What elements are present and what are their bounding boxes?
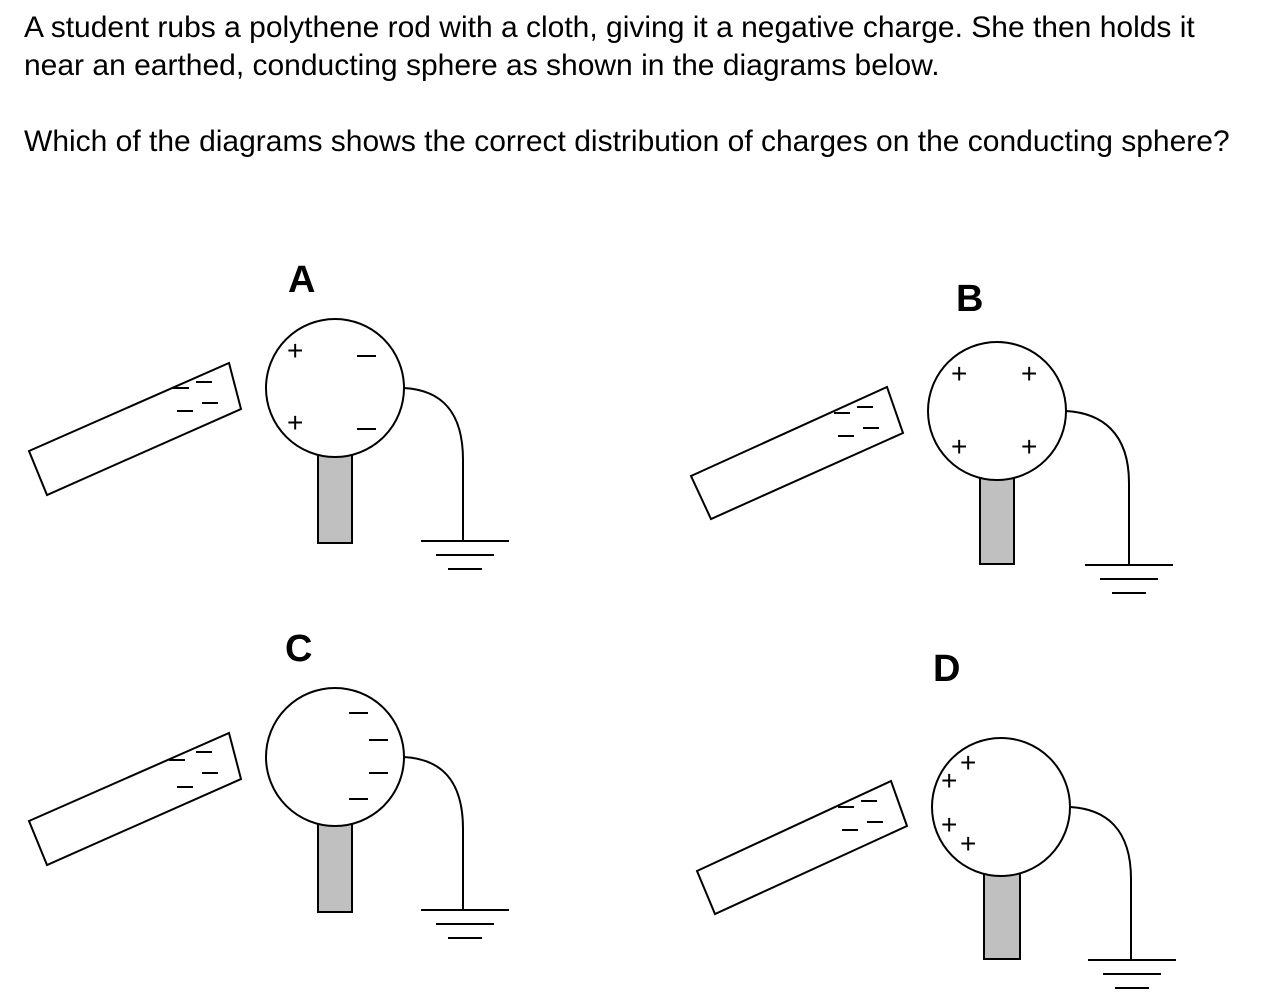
question-paragraph-1: A student rubs a polythene rod with a cl… [24,11,1195,82]
rod-negative-charges [173,381,218,412]
rod-negative-charges [169,751,218,788]
earth-wire [1065,410,1130,565]
charged-rod [27,361,243,497]
earth-wire [403,387,464,541]
diagram-b-label: B [956,278,983,320]
diagram-b: B + + + + [689,278,1173,594]
svg-text:+: + [951,431,967,462]
sphere-charges [349,712,388,800]
earth-symbol [1088,959,1176,989]
earth-symbol [421,909,509,939]
insulating-stand [979,475,1015,565]
rod-negative-charges [834,406,879,437]
conducting-sphere [265,687,405,827]
charged-rod [689,385,905,521]
question-paragraph-2: Which of the diagrams shows the correct … [24,125,1230,158]
rod-negative-charges [838,800,883,831]
diagram-a-label: A [288,259,315,301]
sphere-charges: + + + + [941,747,976,859]
svg-text:+: + [287,335,303,366]
conducting-sphere [931,737,1071,877]
insulating-stand [983,872,1021,960]
conducting-sphere [927,341,1067,481]
diagram-d-label: D [933,648,960,690]
earth-wire [403,756,464,910]
diagram-c: C [27,628,509,939]
earth-symbol [1085,564,1173,594]
diagram-d: D + + + + [695,648,1176,989]
earth-symbol [421,540,509,570]
svg-text:+: + [1021,431,1037,462]
svg-text:+: + [1021,358,1037,389]
svg-text:+: + [941,765,957,796]
sphere-charges: + + + + [951,358,1037,462]
svg-text:+: + [287,407,303,438]
diagram-a: A + + [27,259,509,570]
svg-text:+: + [951,358,967,389]
svg-text:+: + [960,828,976,859]
svg-text:+: + [941,809,957,840]
sphere-charges: + + [287,335,376,438]
insulating-stand [317,452,353,544]
diagram-c-label: C [285,628,312,670]
charged-rod [27,731,243,867]
insulating-stand [317,821,353,913]
earth-wire [1069,806,1132,960]
charged-rod [695,779,909,916]
svg-text:+: + [960,747,976,778]
